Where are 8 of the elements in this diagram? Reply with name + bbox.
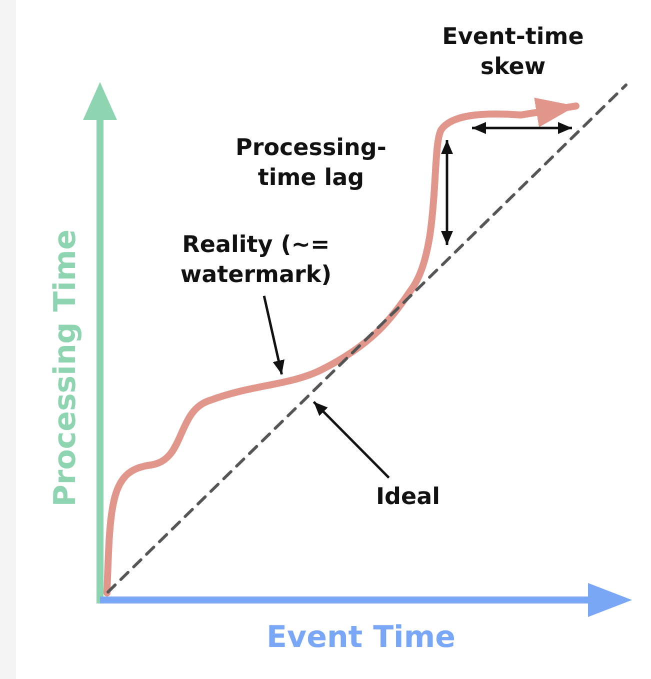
annotation-text: Reality (~= watermark) xyxy=(156,230,356,290)
leader-line xyxy=(262,296,285,375)
leader-line xyxy=(312,400,390,479)
dimension-label: Event-time skew xyxy=(441,23,585,82)
axis-title: Processing Time xyxy=(48,228,84,509)
dimension-label: Processing-time lag xyxy=(234,134,388,193)
annotation-text: Ideal xyxy=(368,482,448,512)
axis-title: Event Time xyxy=(266,620,456,656)
